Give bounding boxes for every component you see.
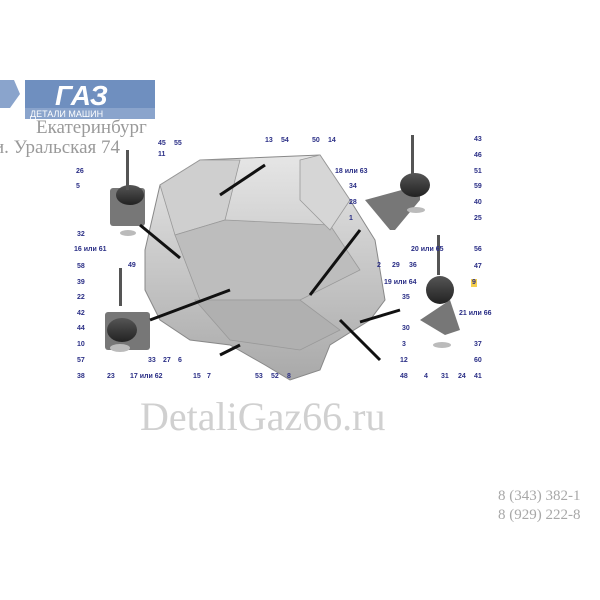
- callout-58: 58: [77, 263, 85, 270]
- callout-2: 2: [377, 262, 381, 269]
- callout-22: 22: [77, 294, 85, 301]
- callout-24: 24: [458, 373, 466, 380]
- callout-1: 1: [349, 215, 353, 222]
- callout-52: 52: [271, 373, 279, 380]
- callout-46: 46: [474, 152, 482, 159]
- callout-50: 50: [312, 137, 320, 144]
- engine-mount-left-upper: [110, 150, 145, 236]
- callout-51: 51: [474, 168, 482, 175]
- callout-45: 45: [158, 140, 166, 147]
- callout-10: 10: [77, 341, 85, 348]
- callout-28: 28: [349, 199, 357, 206]
- callout-49: 49: [128, 262, 136, 269]
- engine-mount-left-lower: [105, 268, 150, 352]
- callout-27: 27: [163, 357, 171, 364]
- engine-mount-right-lower: [420, 235, 460, 348]
- phone-2: 8 (929) 222-8: [498, 507, 581, 523]
- callout-57: 57: [77, 357, 85, 364]
- callout-9: 9: [471, 279, 477, 287]
- callout-40: 40: [474, 199, 482, 206]
- callout-34: 34: [349, 183, 357, 190]
- callout-42: 42: [77, 310, 85, 317]
- gaz-logo: ГАЗ ДЕТАЛИ МАШИН: [0, 80, 155, 119]
- callout-5: 5: [76, 183, 80, 190]
- callout-29: 29: [392, 262, 400, 269]
- callout-15: 15: [193, 373, 201, 380]
- pointer-arrows: [139, 163, 401, 362]
- callout-36: 36: [409, 262, 417, 269]
- callout-19-или-64: 19 или 64: [384, 279, 417, 286]
- callout-39: 39: [77, 279, 85, 286]
- callout-18-или-63: 18 или 63: [335, 168, 368, 175]
- callout-17-или-62: 17 или 62: [130, 373, 163, 380]
- svg-text:ДЕТАЛИ МАШИН: ДЕТАЛИ МАШИН: [30, 109, 103, 119]
- callout-20-или-65: 20 или 65: [411, 246, 444, 253]
- callout-16-или-61: 16 или 61: [74, 246, 107, 253]
- engine-mount-right-upper: [365, 135, 430, 230]
- callout-21-или-66: 21 или 66: [459, 310, 492, 317]
- callout-48: 48: [400, 373, 408, 380]
- callout-6: 6: [178, 357, 182, 364]
- callout-12: 12: [400, 357, 408, 364]
- callout-59: 59: [474, 183, 482, 190]
- callout-53: 53: [255, 373, 263, 380]
- callout-30: 30: [402, 325, 410, 332]
- callout-35: 35: [402, 294, 410, 301]
- callout-38: 38: [77, 373, 85, 380]
- phone-1: 8 (343) 382-1: [498, 488, 581, 504]
- callout-47: 47: [474, 263, 482, 270]
- callout-23: 23: [107, 373, 115, 380]
- callout-14: 14: [328, 137, 336, 144]
- callout-60: 60: [474, 357, 482, 364]
- callout-13: 13: [265, 137, 273, 144]
- callout-43: 43: [474, 136, 482, 143]
- callout-26: 26: [76, 168, 84, 175]
- callout-56: 56: [474, 246, 482, 253]
- callout-31: 31: [441, 373, 449, 380]
- svg-text:ГАЗ: ГАЗ: [55, 80, 108, 111]
- callout-8: 8: [287, 373, 291, 380]
- callout-54: 54: [281, 137, 289, 144]
- callout-25: 25: [474, 215, 482, 222]
- callout-55: 55: [174, 140, 182, 147]
- watermark: DetaliGaz66.ru: [140, 394, 386, 439]
- callout-4: 4: [424, 373, 428, 380]
- callout-3: 3: [402, 341, 406, 348]
- callout-33: 33: [148, 357, 156, 364]
- callout-11: 11: [158, 151, 166, 158]
- van-body: [144, 154, 386, 381]
- callout-32: 32: [77, 231, 85, 238]
- callout-7: 7: [207, 373, 211, 380]
- callout-41: 41: [474, 373, 482, 380]
- address-street: и. Уральская 74: [0, 137, 120, 158]
- address-city: Екатеринбург: [36, 117, 147, 138]
- callout-37: 37: [474, 341, 482, 348]
- callout-44: 44: [77, 325, 85, 332]
